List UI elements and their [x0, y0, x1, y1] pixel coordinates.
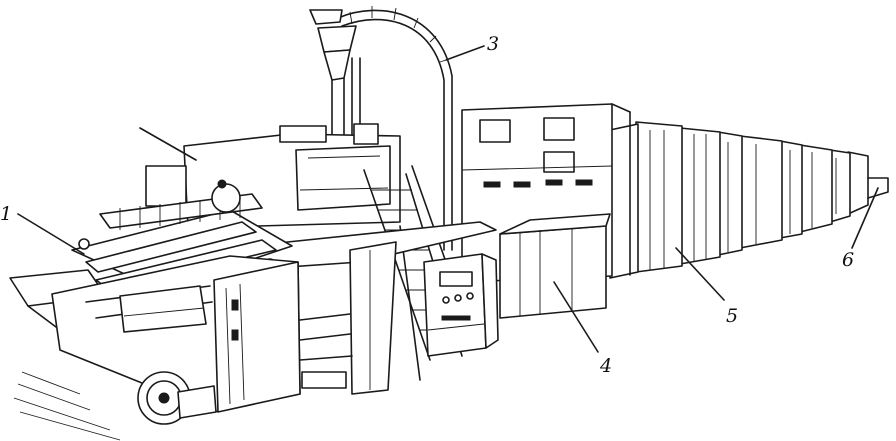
feed-unit-side-frame	[51, 255, 301, 413]
callout-1: 1	[0, 203, 12, 225]
machine-bed-frame	[229, 221, 497, 395]
dryer-chamber-section-2	[609, 121, 683, 279]
electrical-control-panel	[423, 253, 499, 357]
unwinding-feed-unit	[9, 179, 293, 331]
drive-motor-wheel	[137, 371, 217, 425]
dryer-chamber-section-4	[717, 131, 783, 256]
callout-leader-lines	[17, 45, 879, 353]
dryer-chamber-section-6	[829, 149, 889, 223]
cyclone-separator	[317, 25, 361, 141]
air-duct-pipe	[309, 6, 453, 251]
callout-6: 6	[842, 249, 854, 271]
callout-3: 3	[487, 33, 499, 55]
floor-hatching	[13, 371, 121, 441]
callout-4: 4	[599, 355, 612, 377]
dryer-chamber-section-5	[779, 140, 833, 239]
callout-5: 5	[726, 305, 738, 327]
dryer-chamber-section-3	[679, 127, 721, 265]
heating-chamber	[499, 213, 611, 319]
